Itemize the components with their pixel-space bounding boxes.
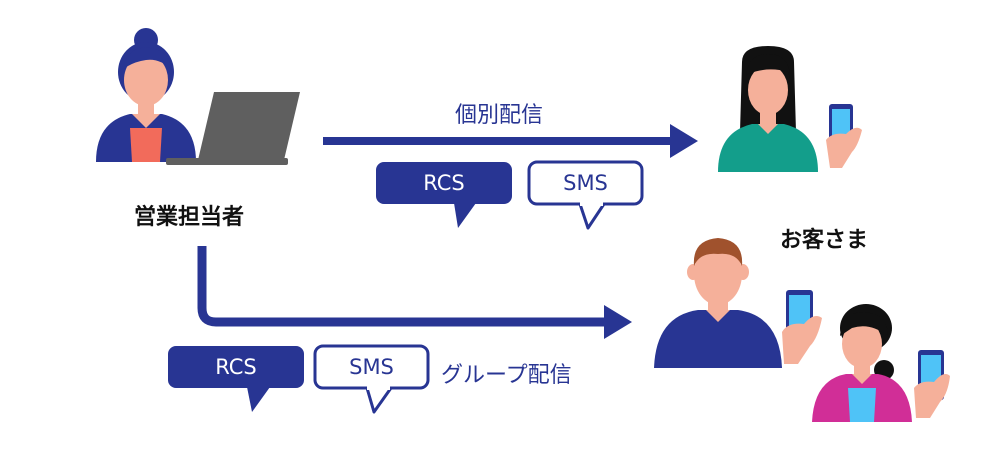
top-sms-bubble (527, 160, 644, 230)
phone-icon (782, 290, 822, 364)
laptop-icon (166, 92, 300, 165)
customer-woman-magenta (812, 304, 912, 422)
sales-rep-label: 営業担当者 (134, 205, 245, 230)
bottom-sms-label: SMS (349, 355, 394, 379)
top-rcs-bubble (376, 162, 512, 228)
individual-arrow (323, 124, 698, 158)
customer-woman-teal (718, 46, 818, 172)
group-arrow (197, 246, 632, 339)
customers-label: お客さま (780, 228, 869, 253)
sales-rep-figure (96, 28, 196, 162)
customer-man-navy (654, 238, 782, 368)
individual-delivery-label: 個別配信 (455, 103, 544, 128)
phone-icon (826, 104, 862, 168)
top-rcs-label: RCS (423, 171, 465, 195)
group-delivery-label: グループ配信 (441, 363, 572, 388)
bottom-sms-bubble (313, 344, 430, 414)
top-sms-label: SMS (563, 171, 608, 195)
bottom-rcs-label: RCS (215, 355, 257, 379)
bottom-rcs-bubble (168, 346, 304, 412)
phone-icon (914, 350, 950, 418)
